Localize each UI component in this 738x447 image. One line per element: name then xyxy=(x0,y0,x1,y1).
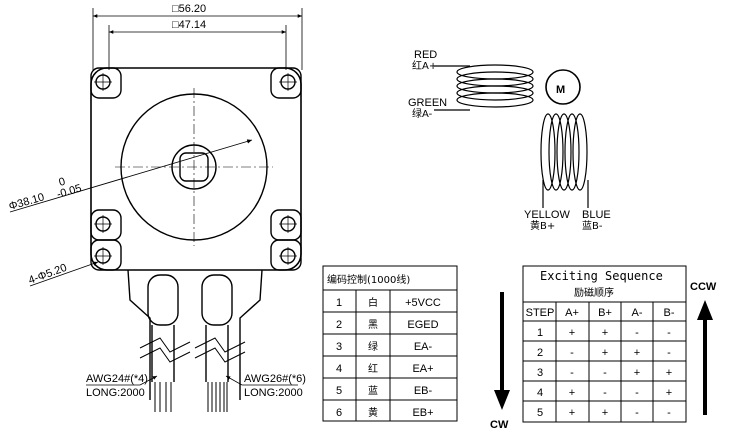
encoder-cell: EGED xyxy=(407,319,438,331)
red-label-cn: 红A+ xyxy=(412,59,437,72)
encoder-cell: EA- xyxy=(414,341,433,353)
yellow-label-cn: 黄B+ xyxy=(530,219,555,232)
sequence-cell: - xyxy=(570,367,574,379)
green-label-en: GREEN xyxy=(408,97,447,109)
ccw-label: CCW xyxy=(690,281,717,293)
sequence-cell: 2 xyxy=(537,347,543,359)
blue-label-cn: 蓝B- xyxy=(582,220,603,232)
diameter-main: Φ38.10 xyxy=(8,191,46,213)
green-label-cn: 绿A- xyxy=(412,107,433,120)
encoder-cell: 黄 xyxy=(368,406,378,419)
encoder-cell: EA+ xyxy=(412,363,433,375)
sequence-cell: + xyxy=(666,367,672,379)
encoder-cell: 红 xyxy=(368,362,378,375)
sequence-cell: + xyxy=(569,387,575,399)
sequence-cell: - xyxy=(667,407,671,419)
encoder-cell: EB- xyxy=(414,385,433,397)
yellow-label-en: YELLOW xyxy=(524,209,570,221)
encoder-cell: 1 xyxy=(336,297,342,309)
sequence-cell: - xyxy=(603,387,607,399)
sequence-header-cell: A+ xyxy=(565,307,579,319)
sequence-cell: 5 xyxy=(537,407,543,419)
sequence-header-cell: B- xyxy=(664,307,675,319)
sequence-cell: 3 xyxy=(537,367,543,379)
sequence-cell: + xyxy=(569,407,575,419)
sequence-cell: 1 xyxy=(537,327,543,339)
sequence-headers: STEP A+ B+ A- B- xyxy=(526,307,675,319)
sequence-table xyxy=(522,265,687,423)
sequence-header-cell: B+ xyxy=(598,307,612,319)
sequence-header-cell: STEP xyxy=(526,307,555,319)
left-cable-length: LONG:2000 xyxy=(86,387,145,399)
sequence-title-en: Exciting Sequence xyxy=(540,269,663,283)
sequence-cell: + xyxy=(634,367,640,379)
encoder-cell: 绿 xyxy=(368,340,378,353)
sequence-cell: + xyxy=(666,387,672,399)
encoder-cell: 3 xyxy=(336,341,342,353)
right-cable-label: AWG26#(*6) xyxy=(244,373,306,385)
sequence-cell: + xyxy=(634,347,640,359)
encoder-cell: 6 xyxy=(336,407,342,419)
wiring-diagram xyxy=(434,64,589,208)
holes-dim: 4-Φ5.20 xyxy=(27,262,69,287)
red-label-en: RED xyxy=(414,49,437,61)
outer-square-dim: □56.20 xyxy=(172,3,206,15)
sequence-cell: - xyxy=(667,347,671,359)
encoder-table xyxy=(322,265,458,422)
sequence-cell: - xyxy=(635,327,639,339)
encoder-cell: EB+ xyxy=(412,407,433,419)
diameter-zero: 0 xyxy=(58,176,67,189)
sequence-cell: - xyxy=(603,367,607,379)
inner-square-dim: □47.14 xyxy=(172,19,206,31)
blue-label-en: BLUE xyxy=(582,209,611,221)
sequence-cell: - xyxy=(635,387,639,399)
encoder-cell: +5VCC xyxy=(405,297,441,309)
ccw-arrow xyxy=(697,300,713,415)
left-cable-label: AWG24#(*4) xyxy=(86,373,148,385)
sequence-cell: - xyxy=(667,327,671,339)
sequence-cell: - xyxy=(635,407,639,419)
encoder-cell: 4 xyxy=(336,363,342,375)
sequence-cell: + xyxy=(602,347,608,359)
motor-front-view xyxy=(9,8,303,412)
cw-label: CW xyxy=(490,419,509,431)
sequence-cell: - xyxy=(570,347,574,359)
motor-symbol: M xyxy=(556,84,565,96)
encoder-rows: 1 白 +5VCC 2 黑 EGED 3 绿 EA- 4 红 EA+ 5 蓝 EB- 6 黄 EB+ xyxy=(336,296,441,419)
sequence-rows: 1 + + - - 2 - + + - 3 - - + +4 + - - +5 + + - - xyxy=(537,327,672,419)
encoder-table-title: 编码控制(1000线) xyxy=(327,273,410,286)
sequence-cell: 4 xyxy=(537,387,543,399)
encoder-cell: 黑 xyxy=(368,319,378,331)
encoder-cell: 5 xyxy=(336,385,342,397)
right-cable-length: LONG:2000 xyxy=(244,387,303,399)
sequence-header-cell: A- xyxy=(632,307,643,319)
encoder-cell: 白 xyxy=(368,296,378,309)
sequence-cell: + xyxy=(569,327,575,339)
sequence-cell: + xyxy=(602,407,608,419)
cw-arrow xyxy=(494,292,510,410)
sequence-cell: + xyxy=(602,327,608,339)
encoder-cell: 2 xyxy=(336,319,342,331)
encoder-cell: 蓝 xyxy=(368,385,378,397)
sequence-title-cn: 励磁顺序 xyxy=(574,286,614,299)
